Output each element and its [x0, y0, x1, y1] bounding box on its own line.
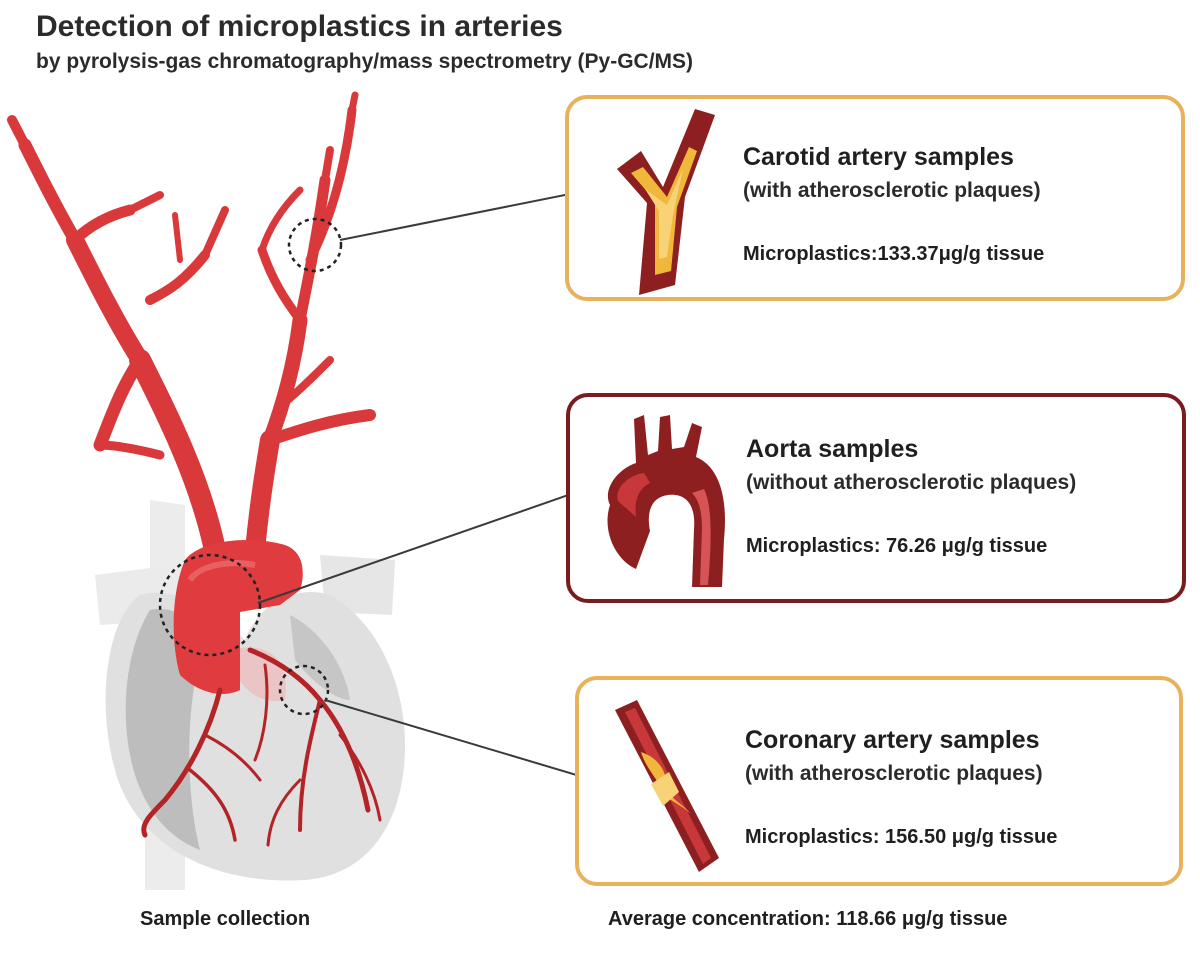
average-concentration-caption: Average concentration: 118.66 μg/g tissu… [608, 908, 1008, 930]
coronary-card-note: (with atherosclerotic plaques) [745, 762, 1043, 785]
coronary-arteries [141, 647, 382, 847]
aorta-card-note: (without atherosclerotic plaques) [746, 471, 1077, 494]
coronary-card-title: Coronary artery samples [745, 726, 1040, 754]
carotid-connector-line [339, 187, 600, 241]
carotid-card-value: Microplastics:133.37μg/g tissue [743, 243, 1045, 265]
heart-arteries-illustration [7, 91, 600, 890]
coronary-sample-marker [278, 664, 330, 716]
aorta-card-title: Aorta samples [746, 435, 919, 463]
left-carotid-arteries [7, 115, 229, 561]
carotid-sample-marker [287, 217, 343, 273]
aorta-card-value: Microplastics: 76.26 μg/g tissue [746, 535, 1048, 557]
carotid-artery-plaque-icon [617, 109, 715, 295]
aorta-sample-marker [158, 553, 262, 657]
aorta-connector-line [257, 483, 600, 604]
diagram-title: Detection of microplastics in arteries [36, 10, 563, 43]
carotid-card: Carotid artery samples (with atheroscler… [565, 95, 1185, 301]
carotid-card-note: (with atherosclerotic plaques) [743, 179, 1041, 202]
coronary-card-value: Microplastics: 156.50 μg/g tissue [745, 826, 1058, 848]
carotid-card-title: Carotid artery samples [743, 143, 1014, 171]
diagram-subtitle: by pyrolysis-gas chromatography/mass spe… [36, 50, 694, 73]
aorta-icon [607, 415, 725, 587]
aorta-card: Aorta samples (without atherosclerotic p… [566, 393, 1186, 603]
coronary-connector-line [324, 699, 600, 783]
sample-collection-caption: Sample collection [140, 908, 311, 930]
coronary-artery-plaque-icon [615, 700, 719, 872]
coronary-card: Coronary artery samples (with atheroscle… [575, 676, 1183, 886]
right-carotid-arteries [245, 91, 376, 560]
